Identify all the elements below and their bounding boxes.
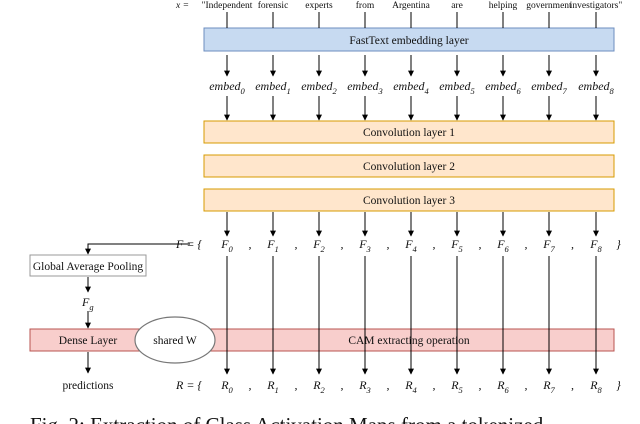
input-prefix: x = xyxy=(175,1,189,11)
feature-2: F2 xyxy=(312,237,325,254)
token-5: are xyxy=(451,1,463,11)
feature-1: F1 xyxy=(266,237,279,254)
embed-1: embed1 xyxy=(255,79,291,96)
token-3: from xyxy=(356,0,375,11)
conv-layer-1: Convolution layer 1 xyxy=(203,120,615,144)
feature-7: F7 xyxy=(542,237,555,254)
svg-text:Convolution layer 3: Convolution layer 3 xyxy=(363,195,455,207)
dense-layer-label: Dense Layer xyxy=(59,335,118,347)
results-prefix: R = { xyxy=(175,378,202,392)
feature-separator: , xyxy=(341,237,344,251)
feature-row: F0, F1, F2, F3, F4, F5, F6, F7, F8 xyxy=(220,237,602,254)
result-0: R0 xyxy=(220,378,233,395)
embed-5: embed5 xyxy=(439,79,475,96)
embedding-row: embed0 embed1 embed2 embed3 embed4 embed5 embe… xyxy=(209,79,614,96)
result-separator: , xyxy=(295,378,298,392)
result-separator: , xyxy=(433,378,436,392)
embed-0: embed0 xyxy=(209,79,245,96)
feature-5: F5 xyxy=(450,237,463,254)
token-6: helping xyxy=(489,1,518,11)
cam-operation-label: CAM extracting operation xyxy=(348,335,470,347)
conv-layer-2: Convolution layer 2 xyxy=(203,154,615,178)
embed-4: embed4 xyxy=(393,79,429,96)
feature-separator: , xyxy=(479,237,482,251)
result-separator: , xyxy=(525,378,528,392)
feature-separator: , xyxy=(387,237,390,251)
embed-2: embed2 xyxy=(301,79,337,96)
token-8: investigators" xyxy=(570,1,623,11)
feature-3: F3 xyxy=(358,237,371,254)
result-7: R7 xyxy=(542,378,555,395)
features-close: } xyxy=(616,237,621,251)
conv-layer-3: Convolution layer 3 xyxy=(203,188,615,212)
svg-text:Convolution layer 1: Convolution layer 1 xyxy=(363,127,455,139)
token-4: Argentina xyxy=(392,1,431,11)
feature-8: F8 xyxy=(589,237,602,254)
shared-weights-ellipse xyxy=(134,316,216,364)
result-6: R6 xyxy=(496,378,509,395)
feature-separator: , xyxy=(249,237,252,251)
pooled-feature-label: Fg xyxy=(81,295,94,312)
dense-layer-box xyxy=(29,328,615,352)
figure-caption: Fig. 2: Extraction of Class Activation M… xyxy=(30,413,544,424)
input-tokens: "Independent forensic experts from Argentina… xyxy=(202,0,623,11)
global-average-pooling-box xyxy=(29,254,147,277)
feature-separator: , xyxy=(295,237,298,251)
predictions-label: predictions xyxy=(62,380,114,392)
f0-to-pooling-arrow xyxy=(85,243,190,255)
embed-3: embed3 xyxy=(347,79,383,96)
result-4: R4 xyxy=(404,378,417,395)
feature-6: F6 xyxy=(496,237,509,254)
embed-8: embed8 xyxy=(578,79,614,96)
result-1: R1 xyxy=(266,378,279,395)
results-close: } xyxy=(616,378,621,392)
result-3: R3 xyxy=(358,378,371,395)
result-8: R8 xyxy=(589,378,602,395)
embed-7: embed7 xyxy=(531,79,567,96)
feature-separator: , xyxy=(525,237,528,251)
result-separator: , xyxy=(249,378,252,392)
feature-separator: , xyxy=(433,237,436,251)
result-separator: , xyxy=(571,378,574,392)
result-5: R5 xyxy=(450,378,463,395)
column-arrows xyxy=(224,12,599,375)
result-2: R2 xyxy=(312,378,325,395)
svg-text:Convolution layer 2: Convolution layer 2 xyxy=(363,161,455,173)
embedding-layer-label: FastText embedding layer xyxy=(349,35,468,47)
embedding-layer-box xyxy=(203,27,615,52)
token-2: experts xyxy=(305,1,333,11)
feature-4: F4 xyxy=(404,237,417,254)
result-separator: , xyxy=(479,378,482,392)
result-separator: , xyxy=(387,378,390,392)
result-separator: , xyxy=(341,378,344,392)
shared-weights-label: shared W xyxy=(153,335,197,347)
feature-separator: , xyxy=(571,237,574,251)
embed-6: embed6 xyxy=(485,79,521,96)
token-1: forensic xyxy=(258,0,289,11)
feature-0: F0 xyxy=(220,237,233,254)
global-average-pooling-label: Global Average Pooling xyxy=(33,261,144,273)
token-7: government xyxy=(526,1,572,11)
result-row: R0, R1, R2, R3, R4, R5, R6, R7, R8 xyxy=(220,378,602,395)
token-0: "Independent xyxy=(202,1,253,11)
